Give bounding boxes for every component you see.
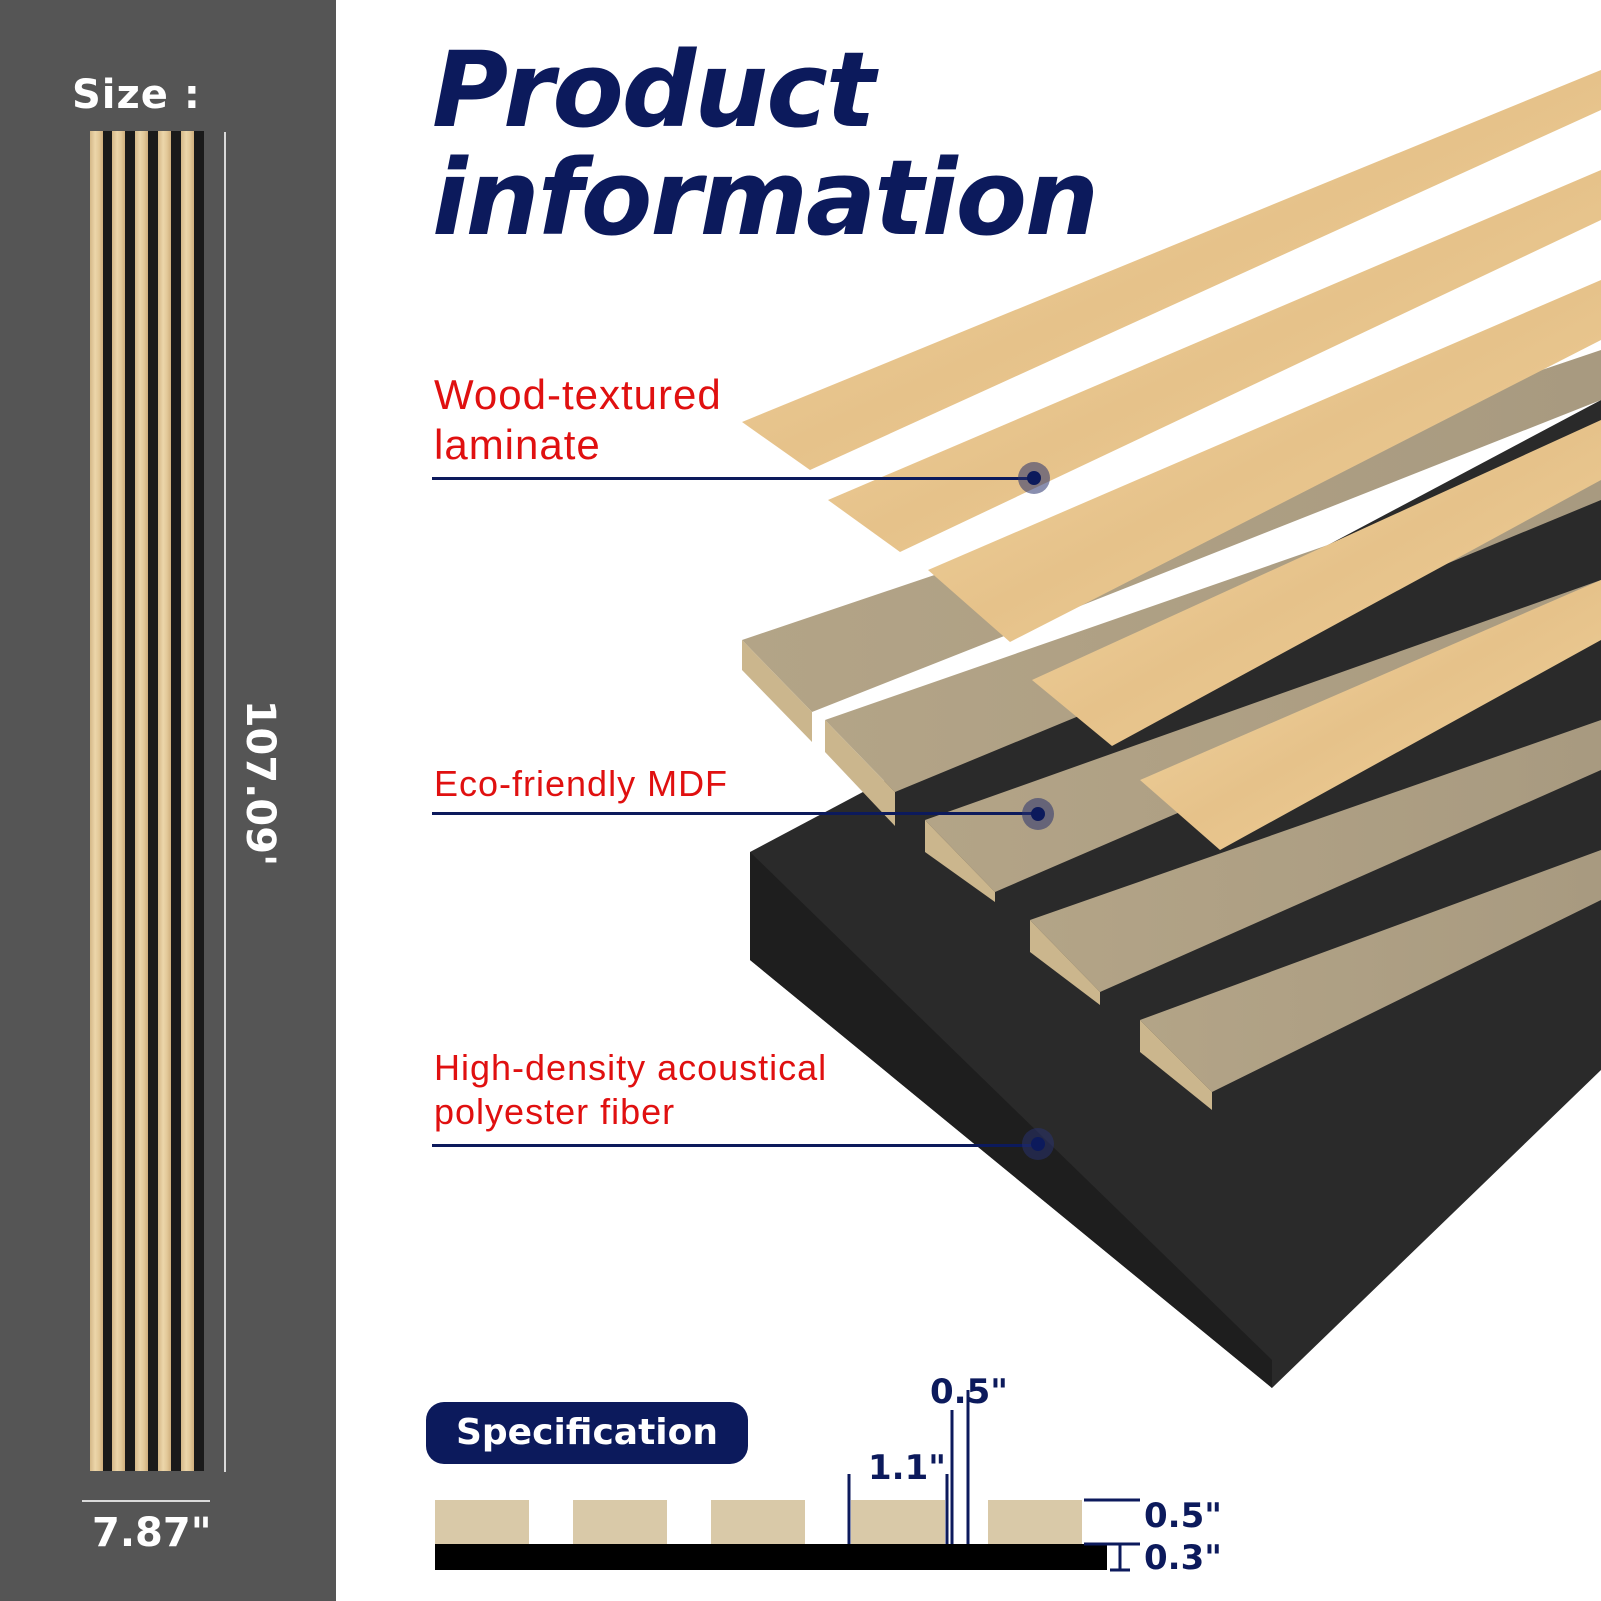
spec-slat-width-label: 1.1"	[868, 1448, 946, 1488]
callout-mdf-dot	[1022, 798, 1054, 830]
wood-laminate-layer	[742, 70, 1601, 850]
callout-mdf-label: Eco-friendly MDF	[434, 762, 728, 806]
size-panel: Size : 107.09' 7.87"	[0, 0, 336, 1601]
callout-laminate-line-2: laminate	[434, 421, 601, 468]
spec-slat-height-label: 0.5"	[1144, 1496, 1222, 1536]
spec-slat	[851, 1500, 945, 1544]
panel-slat	[90, 131, 103, 1471]
height-dimension-label: 107.09'	[237, 699, 283, 867]
exploded-panel-illustration	[742, 70, 1601, 1388]
callout-mdf-line	[432, 812, 1036, 815]
specification-badge: Specification	[426, 1402, 748, 1464]
height-dimension-line	[224, 132, 226, 1472]
panel-sample-image	[90, 131, 204, 1471]
size-label: Size :	[72, 72, 201, 118]
callout-laminate-line-1: Wood-textured	[434, 371, 722, 418]
spec-slat	[573, 1500, 667, 1544]
page-title: Product information	[432, 29, 1099, 259]
callout-felt-line-2: polyester fiber	[434, 1091, 676, 1132]
callout-felt-dot	[1022, 1128, 1054, 1160]
callout-laminate-label: Wood-textured laminate	[434, 370, 722, 470]
spec-slat	[711, 1500, 805, 1544]
spec-slat	[435, 1500, 529, 1544]
callout-laminate-dot	[1018, 462, 1050, 494]
specification-diagram	[435, 1390, 1140, 1572]
callout-felt-label: High-density acoustical polyester fiber	[434, 1046, 827, 1134]
callout-mdf-line-1: Eco-friendly MDF	[434, 763, 729, 804]
callout-laminate-line	[432, 477, 1032, 480]
spec-felt-height-label: 0.3"	[1144, 1538, 1222, 1578]
spec-felt-base	[435, 1544, 1107, 1570]
spec-gap-label: 0.5"	[930, 1372, 1008, 1412]
panel-slat	[112, 131, 125, 1471]
callout-felt-line-1: High-density acoustical	[434, 1047, 828, 1088]
width-dimension-line	[82, 1500, 210, 1502]
width-dimension-label: 7.87"	[92, 1510, 212, 1556]
callout-felt-line	[432, 1144, 1036, 1147]
panel-slat	[135, 131, 148, 1471]
panel-slat	[181, 131, 194, 1471]
spec-slat	[988, 1500, 1082, 1544]
panel-slat	[158, 131, 171, 1471]
title-line-2: information	[432, 137, 1099, 259]
title-line-1: Product	[432, 29, 876, 151]
